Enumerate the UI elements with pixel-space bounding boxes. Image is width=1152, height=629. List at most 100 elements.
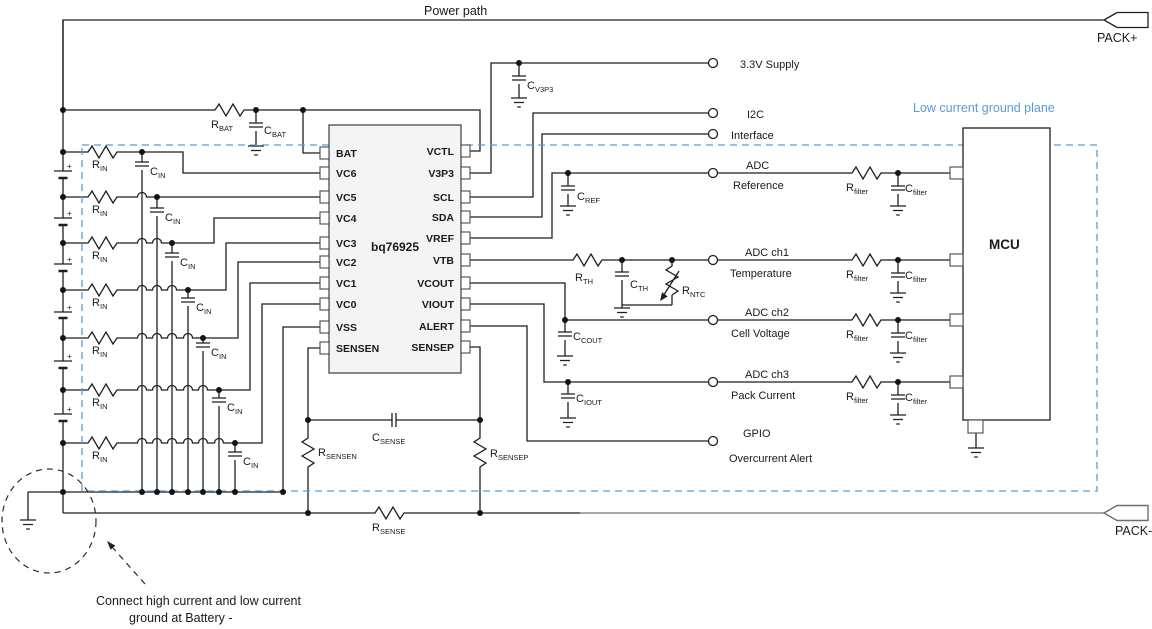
input-ladder	[63, 144, 320, 492]
cref-capacitor	[560, 185, 576, 191]
c-in-label-2-sub: IN	[173, 217, 181, 226]
ground-symbols	[19, 97, 985, 530]
ciout-ground-icon	[559, 417, 577, 428]
sensen-branch	[300, 347, 320, 513]
r-th-label-sub: TH	[583, 277, 593, 286]
alert-wire	[470, 325, 708, 442]
adc-ch3-label-2: Pack Current	[731, 390, 795, 402]
r-sensen-label: R	[318, 447, 326, 459]
r-ntc-label: R	[682, 285, 690, 297]
ciout-capacitor	[560, 393, 576, 399]
terminal-circles	[707, 57, 719, 447]
r-ntc-label-sub: NTC	[690, 290, 706, 299]
adc-ch1-label-2: Temperature	[730, 268, 792, 280]
c-sense-label-sub: SENSE	[380, 437, 405, 446]
mcu-body	[962, 127, 1051, 421]
r-in-label-7-sub: IN	[100, 455, 108, 464]
ic-body	[328, 124, 462, 374]
pack-minus-rail-black	[63, 505, 580, 521]
c-in-label-1-sub: IN	[158, 171, 166, 180]
ccout-ground-icon	[556, 355, 574, 366]
cth-ground-icon	[613, 307, 631, 318]
pin-label-sensep: SENSEP	[411, 342, 454, 354]
r-in-label-1: R	[92, 159, 100, 171]
cell-plus-2: +	[67, 209, 72, 218]
ic-bq76925: BAT VC6 VC5 VC4 VC3 VC2 VC1 VC0 VSS SENS…	[319, 124, 471, 374]
r-th-label: R	[575, 272, 583, 284]
battery-stack	[54, 20, 72, 513]
pin-label-vc6: VC6	[336, 168, 357, 180]
cin-capacitor-3	[164, 252, 180, 258]
terminal-i2c-scl	[707, 107, 719, 119]
gpio-label-1: GPIO	[743, 428, 771, 440]
sda-wire	[470, 133, 708, 218]
sense-network	[300, 346, 488, 513]
pin-label-bat: BAT	[336, 148, 357, 160]
r-in-label-2: R	[92, 204, 100, 216]
mcu-label: MCU	[989, 237, 1020, 252]
pin-label-vc2: VC2	[336, 257, 357, 269]
terminal-adc-ref	[707, 167, 719, 179]
r-sense-label-sub: SENSE	[380, 527, 405, 536]
c-in-label-2: C	[165, 212, 173, 224]
cell-plus-1: +	[67, 162, 72, 171]
c-bat-label: C	[264, 125, 272, 137]
pin-label-vtb: VTB	[433, 255, 454, 267]
pin-label-scl: SCL	[433, 192, 455, 204]
vcout-wire	[470, 282, 708, 356]
cell-plus-3: +	[67, 255, 72, 264]
c-in-label-5: C	[211, 347, 219, 359]
row-vc0	[63, 303, 320, 451]
c-iout-label: C	[576, 393, 584, 405]
c-filter-label-ch3: C	[905, 392, 913, 404]
mcu-pin-ch2	[949, 313, 964, 327]
row-vc4	[63, 217, 320, 251]
ic-left-pin-boxes	[319, 146, 330, 355]
junction-dots	[60, 60, 901, 516]
r-filter-label-ch2-sub: filter	[854, 334, 869, 343]
c-bat-label-sub: BAT	[272, 130, 286, 139]
c-in-label-4-sub: IN	[204, 307, 212, 316]
cin-capacitor-2	[149, 207, 165, 213]
callout-arrow-shaft	[112, 547, 146, 585]
pack-minus-connector	[1102, 504, 1149, 522]
power-path-wiring	[62, 19, 1104, 154]
r-filter-label-ch1: R	[846, 269, 854, 281]
c-cout-label-sub: COUT	[581, 336, 603, 345]
battery-ground-icon	[19, 519, 37, 530]
cbat-capacitor	[248, 122, 264, 128]
ic-part-number: bq76925	[371, 240, 419, 254]
r-in-label-3-sub: IN	[100, 255, 108, 264]
ground-plane-label: Low current ground plane	[913, 101, 1055, 115]
row-vc5	[63, 189, 320, 205]
c-cout-label: C	[573, 331, 581, 343]
terminal-supply	[707, 57, 719, 69]
cell-plus-4: +	[67, 303, 72, 312]
annotation-line-1: Connect high current and low current	[96, 594, 302, 608]
rbat-vctl-wire	[63, 102, 481, 152]
r-in-label-6: R	[92, 397, 100, 409]
pin-label-vc4: VC4	[336, 213, 357, 225]
r-filter-label-ch3-sub: filter	[854, 396, 869, 405]
c-ref-label-sub: REF	[585, 196, 600, 205]
pin-label-sensen: SENSEN	[336, 343, 379, 355]
vref-wire	[470, 172, 708, 239]
r-in-label-6-sub: IN	[100, 402, 108, 411]
row-vc6	[63, 144, 320, 174]
pin-label-vss: VSS	[336, 322, 357, 334]
r-filter-label-ch2: R	[846, 329, 854, 341]
cfilter-ground-icon-ref	[889, 205, 907, 216]
star-ground-callout	[1, 468, 146, 585]
r-sensep-label: R	[490, 448, 498, 460]
pack-plus-label: PACK+	[1097, 31, 1137, 45]
ntc-arrow-head	[660, 292, 668, 301]
c-in-label-6: C	[227, 402, 235, 414]
cfilter-capacitor-ch1	[890, 272, 906, 278]
ground-plane-boundary	[81, 144, 1098, 492]
r-in-label-5-sub: IN	[100, 350, 108, 359]
